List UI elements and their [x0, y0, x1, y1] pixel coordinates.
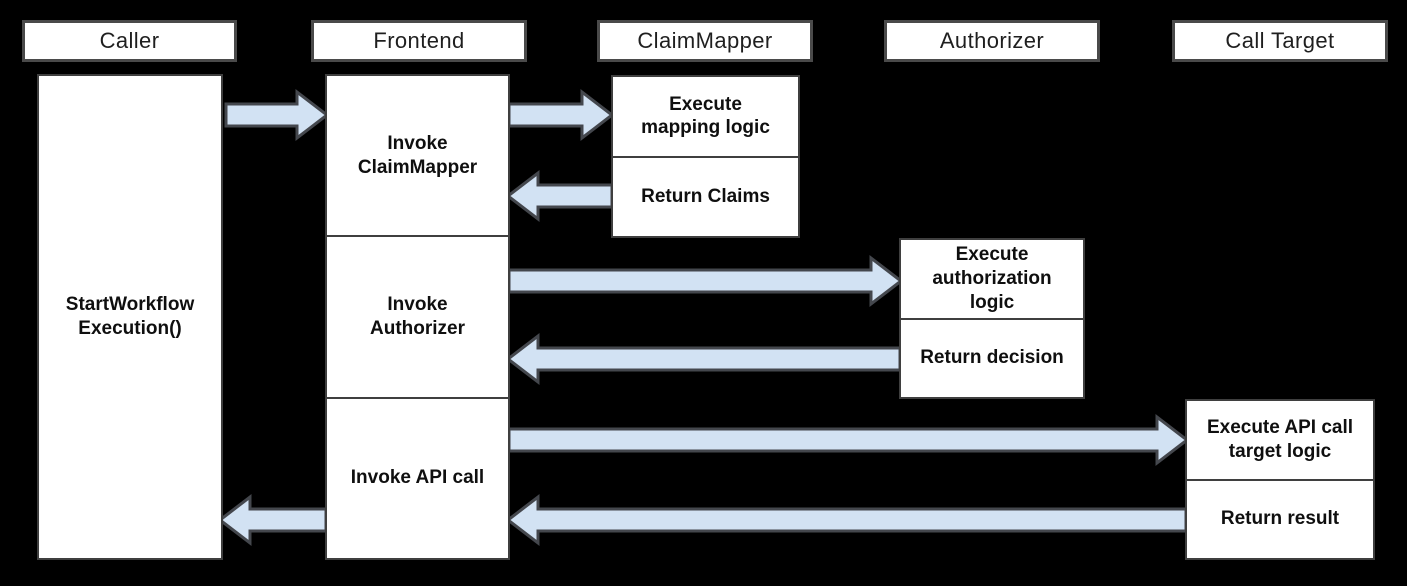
lane-header-frontend: Frontend: [311, 20, 527, 62]
arrow-frontend-to-caller: [217, 493, 328, 547]
caller-activation-label: StartWorkflow Execution(): [65, 294, 195, 339]
arrow-frontend-to-claimmapper: [507, 88, 615, 142]
authorizer-step-return-decision: Return decision: [901, 317, 1083, 398]
caller-activation-box: StartWorkflow Execution(): [37, 74, 223, 560]
arrow-frontend-to-calltarget: [507, 413, 1190, 467]
frontend-step-invoke-authorizer: Invoke Authorizer: [327, 235, 508, 396]
lane-header-claimmapper: ClaimMapper: [597, 20, 813, 62]
arrow-frontend-to-authorizer: [507, 254, 904, 308]
calltarget-activation-box: Execute API call target logic Return res…: [1185, 399, 1375, 560]
claimmapper-step-return-claims: Return Claims: [613, 155, 798, 237]
calltarget-step-return-result: Return result: [1187, 478, 1373, 559]
claimmapper-step-execute-mapping: Execute mapping logic: [641, 93, 770, 139]
authorizer-step-execute-authorization: Execute authorization logic: [932, 244, 1052, 313]
lane-header-caller: Caller: [22, 20, 237, 62]
calltarget-step-execute-api-target: Execute API call target logic: [1206, 417, 1354, 462]
claimmapper-activation-box: Execute mapping logic Return Claims: [611, 75, 800, 238]
lane-header-calltarget: Call Target: [1172, 20, 1388, 62]
frontend-step-invoke-claimmapper: Invoke ClaimMapper: [357, 132, 478, 178]
frontend-step-invoke-api-call: Invoke API call: [327, 396, 508, 558]
arrow-calltarget-to-frontend: [505, 493, 1188, 547]
authorizer-activation-box: Execute authorization logic Return decis…: [899, 238, 1085, 399]
arrow-caller-to-frontend: [224, 88, 330, 142]
lane-header-authorizer: Authorizer: [884, 20, 1100, 62]
frontend-activation-box: Invoke ClaimMapper Invoke Authorizer Inv…: [325, 74, 510, 560]
arrow-claimmapper-to-frontend: [505, 169, 614, 223]
arrow-authorizer-to-frontend: [505, 332, 902, 386]
